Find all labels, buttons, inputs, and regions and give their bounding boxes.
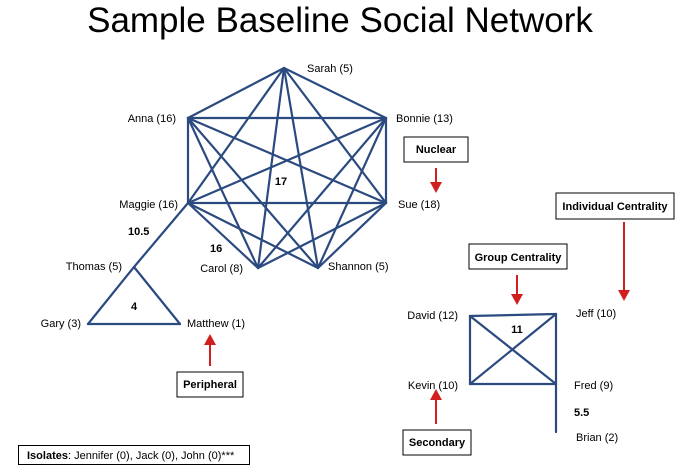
edge-maggie-carol — [186, 201, 260, 270]
weight-maggie-carol: 16 — [210, 243, 222, 255]
edge-david-jeff — [468, 312, 558, 318]
node-carol: Carol (8) — [200, 263, 243, 275]
square-edges — [468, 312, 558, 386]
node-gary: Gary (3) — [41, 318, 81, 330]
node-maggie: Maggie (16) — [119, 199, 178, 211]
tag-group-centrality-label: Group Centrality — [475, 252, 563, 264]
node-fred: Fred (9) — [574, 380, 613, 392]
isolates-label: Isolates — [27, 450, 68, 462]
edge-thomas-gary — [86, 265, 136, 326]
node-matthew: Matthew (1) — [187, 318, 245, 330]
edge-sarah-shannon — [282, 66, 320, 270]
tag-peripheral: Peripheral — [176, 334, 244, 398]
weight-maggie-thomas: 10.5 — [128, 226, 149, 238]
node-anna: Anna (16) — [128, 113, 176, 125]
tag-secondary-label: Secondary — [409, 437, 466, 449]
tag-individual-centrality-label: Individual Centrality — [562, 201, 668, 213]
triangle-edges — [86, 265, 182, 326]
weight-fred-brian: 5.5 — [574, 407, 589, 419]
edge-sarah-maggie — [186, 66, 286, 205]
edge-bonnie-carol — [256, 116, 388, 270]
node-jeff: Jeff (10) — [576, 308, 616, 320]
isolates-list: : Jennifer (0), Jack (0), John (0)*** — [67, 450, 235, 462]
edge-sarah-sue — [282, 66, 388, 205]
node-brian: Brian (2) — [576, 432, 618, 444]
tag-individual-centrality: Individual Centrality — [555, 192, 675, 301]
node-shannon: Shannon (5) — [328, 261, 389, 273]
edge-sue-carol — [256, 201, 388, 270]
edge-anna-shannon — [186, 116, 320, 270]
edge-sarah-bonnie — [282, 66, 388, 120]
edge-weights: 17 10.5 16 4 11 5.5 — [128, 176, 589, 419]
node-bonnie: Bonnie (13) — [396, 113, 453, 125]
node-sarah: Sarah (5) — [307, 63, 353, 75]
edge-sarah-anna — [186, 66, 286, 120]
node-david: David (12) — [407, 310, 458, 322]
node-labels: Sarah (5) Anna (16) Bonnie (13) Maggie (… — [41, 63, 619, 444]
edge-sue-shannon — [316, 201, 388, 270]
edge-bonnie-maggie — [186, 116, 388, 205]
edge-thomas-matthew — [132, 265, 182, 326]
edge-anna-carol — [186, 116, 260, 270]
weight-triangle: 4 — [131, 301, 138, 313]
node-thomas: Thomas (5) — [66, 261, 122, 273]
edge-jeff-kevin — [468, 312, 558, 386]
weight-square: 11 — [511, 324, 523, 336]
clique-edges — [186, 66, 388, 270]
tag-peripheral-label: Peripheral — [183, 379, 237, 391]
edge-bonnie-shannon — [316, 116, 388, 270]
edge-maggie-shannon — [186, 201, 320, 270]
tag-nuclear: Nuclear — [403, 136, 469, 193]
tag-nuclear-label: Nuclear — [416, 144, 457, 156]
edge-maggie-thomas — [132, 201, 190, 269]
isolates-box: Isolates: Jennifer (0), Jack (0), John (… — [18, 445, 250, 465]
node-sue: Sue (18) — [398, 199, 440, 211]
node-kevin: Kevin (10) — [408, 380, 458, 392]
tag-group-centrality: Group Centrality — [468, 243, 568, 305]
page-title: Sample Baseline Social Network — [87, 1, 593, 40]
tag-secondary: Secondary — [402, 389, 472, 456]
weight-clique: 17 — [275, 176, 287, 188]
